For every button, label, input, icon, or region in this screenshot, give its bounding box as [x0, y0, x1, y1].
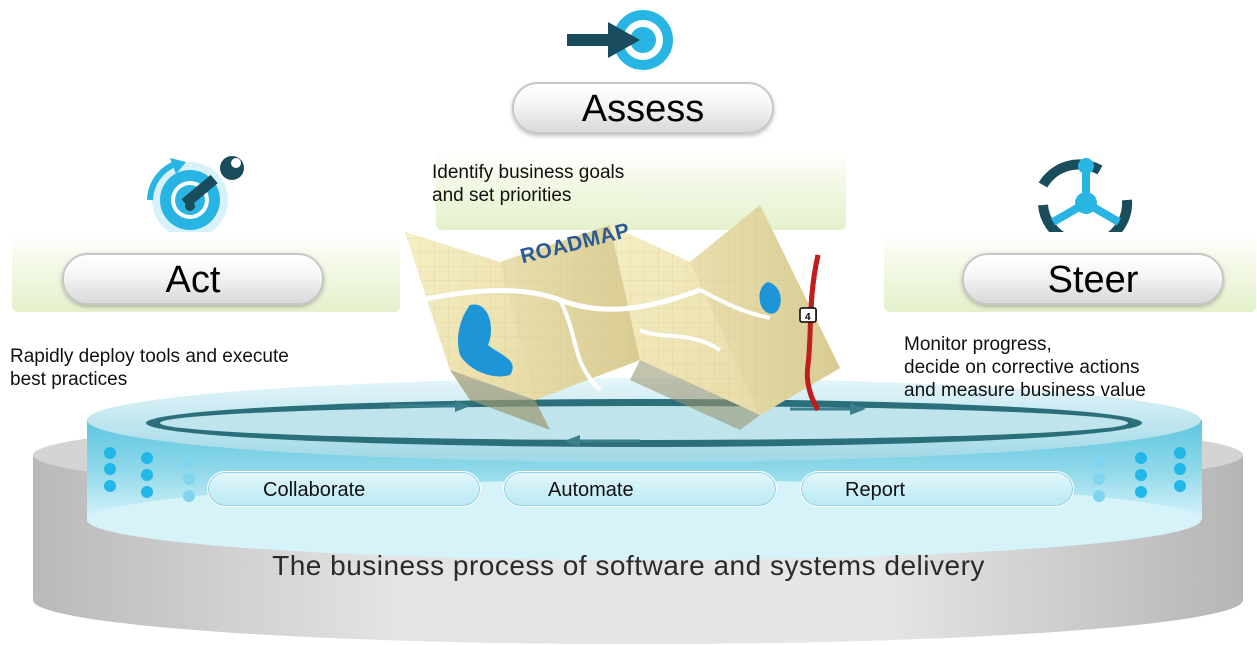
capability-label: Collaborate [263, 479, 366, 501]
assess-description: Identify business goals and set prioriti… [432, 161, 624, 207]
target-arrow-icon [567, 10, 673, 70]
capability-automate: Automate [503, 471, 777, 507]
route-marker: 4 [805, 312, 811, 323]
steer-label: Steer [1047, 259, 1139, 301]
capability-collaborate: Collaborate [207, 471, 481, 507]
wrench-gear-icon [147, 156, 244, 238]
process-platform [87, 378, 1202, 560]
steer-description: Monitor progress, decide on corrective a… [904, 333, 1146, 402]
assess-label: Assess [581, 88, 705, 130]
act-description-line: Rapidly deploy tools and execute [10, 346, 289, 367]
steer-description-line: and measure business value [904, 380, 1146, 401]
steer-pill: Steer [962, 253, 1224, 305]
assess-band [436, 150, 846, 230]
roadmap-overlay [405, 205, 840, 430]
steering-cycle-icon [1038, 158, 1133, 245]
assess-description-line: Identify business goals [432, 162, 625, 183]
capability-report: Report [800, 471, 1074, 507]
assess-description-line: and set priorities [432, 185, 572, 206]
steer-description-line: decide on corrective actions [904, 357, 1140, 378]
act-label: Act [165, 259, 221, 301]
capability-label: Report [845, 479, 906, 501]
steer-description-line: Monitor progress, [904, 334, 1052, 355]
base-label: The business process of software and sys… [272, 550, 985, 581]
capability-label: Automate [548, 479, 634, 501]
act-description: Rapidly deploy tools and execute best pr… [10, 345, 289, 391]
assess-pill: Assess [512, 82, 774, 134]
act-description-line: best practices [10, 369, 128, 390]
act-pill: Act [62, 253, 324, 305]
